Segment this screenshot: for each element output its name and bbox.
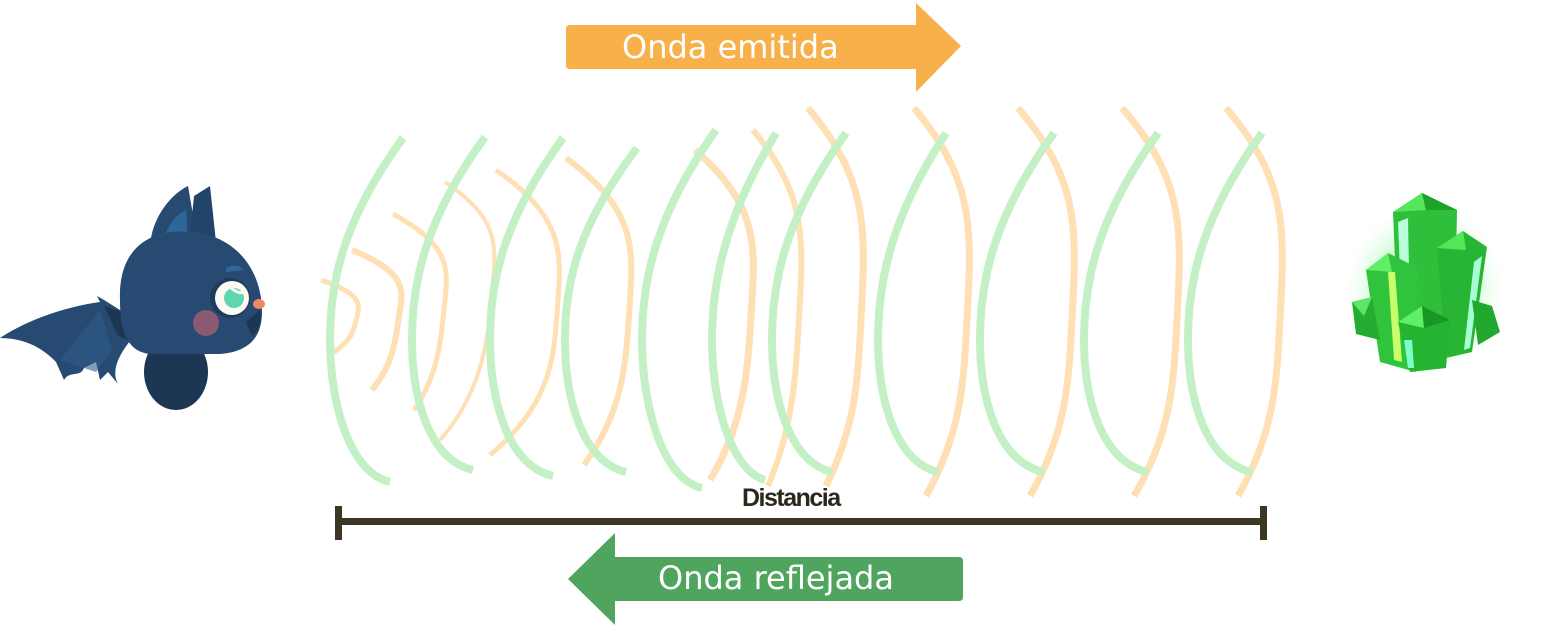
- reflected-wave-label: Onda reflejada: [658, 559, 894, 597]
- emitted-wave-arc: [320, 277, 361, 355]
- reflected-wave-arc: [767, 130, 850, 476]
- emitted-wave-arc: [438, 180, 497, 442]
- distance-left-tick: [335, 506, 342, 540]
- reflected-wave-arc: [1079, 130, 1162, 476]
- emitted-wave-arc: [1015, 105, 1078, 498]
- distance-label: Distancia: [742, 484, 841, 512]
- emitted-wave-arc: [911, 105, 973, 498]
- reflected-wave-arcs: [325, 127, 1266, 492]
- emitted-wave-arc: [692, 147, 757, 482]
- emitted-wave-arc: [1223, 105, 1286, 498]
- distance-measure: [335, 506, 1267, 540]
- reflected-wave-arc: [975, 130, 1058, 476]
- emitted-wave-label: Onda emitida: [622, 28, 839, 66]
- emitted-wave-arc: [350, 247, 405, 392]
- reflected-wave-arrow: [568, 533, 963, 625]
- bat-icon: [0, 186, 265, 410]
- emitted-wave-arc: [564, 155, 635, 467]
- distance-line: [335, 518, 1266, 525]
- emitted-wave-arc: [805, 105, 867, 488]
- reflected-wave-arc: [707, 130, 780, 484]
- emitted-wave-arc: [1119, 105, 1183, 498]
- reflected-wave-arc: [407, 134, 489, 474]
- reflected-wave-arc: [485, 135, 567, 480]
- reflected-wave-arc: [325, 135, 407, 486]
- crystal-icon: [1340, 193, 1510, 382]
- reflected-wave-arc: [1183, 130, 1266, 476]
- reflected-wave-arc: [873, 130, 950, 476]
- distance-right-tick: [1260, 506, 1267, 540]
- emitted-wave-arcs: [320, 105, 1286, 498]
- emitted-wave-arrow: [566, 3, 961, 92]
- reflected-wave-arc: [560, 145, 641, 476]
- reflected-wave-arc: [637, 127, 720, 492]
- emitted-wave-arc: [488, 167, 562, 457]
